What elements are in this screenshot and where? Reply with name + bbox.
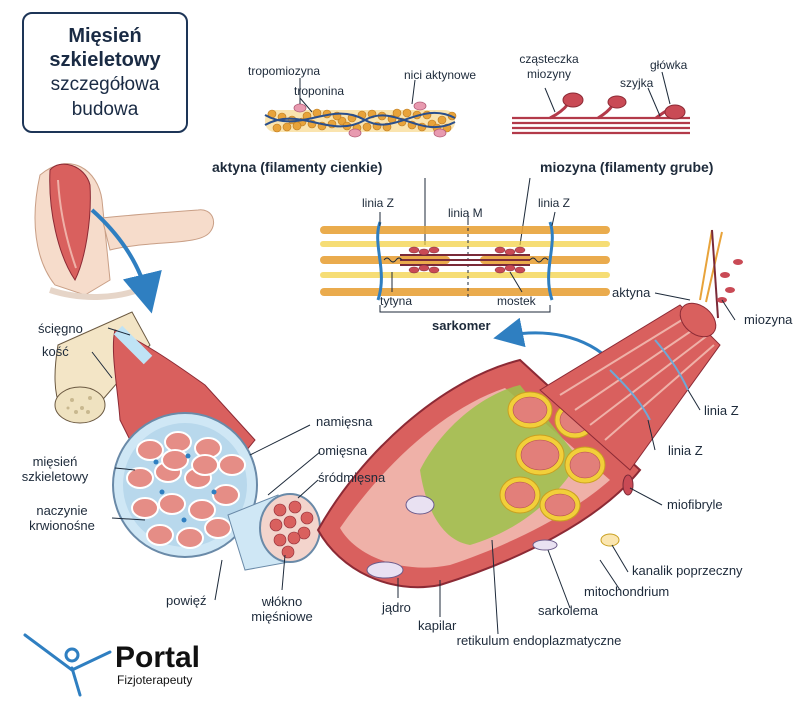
- label-troponina: troponina: [294, 84, 345, 98]
- blood-vessel-5: [153, 459, 159, 465]
- label-sciegno: ścięgno: [38, 321, 83, 336]
- blood-vessel-4: [181, 517, 187, 523]
- label-glowka: główka: [650, 58, 688, 72]
- label-kanalik-poprzeczny: kanalik poprzeczny: [632, 563, 743, 578]
- fascicle-16: [191, 454, 219, 476]
- label-aktyna: aktyna: [612, 285, 651, 300]
- label-naczynie-krwionosne: naczynie krwionośne: [29, 503, 95, 533]
- logo-sub: Fizjoterapeuty: [117, 673, 193, 687]
- title-sub: szczegółowa budowa: [50, 74, 160, 120]
- label-mostek: mostek: [497, 294, 536, 308]
- label-miozyna: miozyna: [744, 312, 793, 327]
- label-tytyna: tytyna: [380, 294, 413, 308]
- label-aktyna-caption: aktyna (filamenty cienkie): [212, 159, 383, 175]
- left-leader-lines: [91, 327, 321, 601]
- sarcomere-illustration: [320, 221, 610, 313]
- label-linia-m: linia M: [448, 206, 483, 220]
- myosin-leader-lines: [544, 71, 671, 117]
- label-miofibryle: miofibryle: [667, 497, 723, 512]
- label-kapilar: kapilar: [418, 618, 457, 633]
- muscle-fibre-detail: [316, 229, 743, 589]
- fascicle-4: [218, 454, 246, 476]
- title-main: Mięsień szkieletowy: [49, 25, 161, 71]
- fascicle-5: [126, 467, 154, 489]
- label-powiez: powięź: [166, 593, 207, 608]
- portal-logo-icon: [23, 633, 112, 697]
- label-tropomiozyna: tropomiozyna: [248, 64, 321, 78]
- label-retikulum: retikulum endoplazmatyczne: [456, 633, 622, 648]
- label-omiesna: omięsna: [318, 443, 368, 458]
- label-linia-z-left: linia Z: [362, 196, 395, 210]
- label-srodmiesna: śródmięsna: [318, 470, 386, 485]
- logo-name: Portal: [115, 641, 201, 674]
- label-linia-z-1: linia Z: [704, 403, 739, 418]
- label-szyjka: szyjka: [620, 76, 654, 90]
- fascicle-11: [188, 499, 216, 521]
- fascicle-9: [131, 497, 159, 519]
- label-miozyna-caption: miozyna (filamenty grube): [540, 159, 714, 175]
- label-nici-aktynowe: nici aktynowe: [404, 68, 477, 82]
- fascicle-2: [164, 431, 192, 453]
- label-kosc: kość: [42, 344, 69, 359]
- fascicles-cross-section: [126, 431, 246, 549]
- fascicle-13: [176, 527, 204, 549]
- actin-leader-lines: [299, 78, 416, 113]
- fascicle-8: [212, 484, 240, 506]
- fascicle-10: [158, 493, 186, 515]
- blood-vessel-3: [211, 489, 217, 495]
- label-namiesna: namięsna: [316, 414, 373, 429]
- myosin-filament-illustration: [512, 92, 690, 135]
- sarcomere-leader-lines: [379, 211, 556, 293]
- fascicle-tube: [227, 493, 321, 571]
- right-leader-lines: [397, 292, 736, 635]
- label-linia-z-2: linia Z: [668, 443, 703, 458]
- fascicle-12: [146, 524, 174, 546]
- blood-vessel-2: [185, 453, 191, 459]
- actin-filament-illustration: [264, 101, 457, 138]
- blood-vessel-1: [159, 489, 165, 495]
- zoom-arrow-from-arm: [90, 208, 162, 314]
- title-box: Mięsień szkieletowy szczegółowa budowa: [22, 12, 188, 133]
- label-miesien-szkieletowy: mięsień szkieletowy: [21, 454, 89, 484]
- fascicle-15: [161, 449, 189, 471]
- label-jadro: jądro: [382, 600, 411, 615]
- label-linia-z-right: linia Z: [538, 196, 571, 210]
- fascicle-14: [204, 517, 232, 539]
- label-sarkomer: sarkomer: [432, 318, 491, 333]
- fascicle-1: [136, 439, 164, 461]
- label-sarkolema: sarkolema: [538, 603, 598, 618]
- label-mitochondrium: mitochondrium: [584, 584, 670, 599]
- arm-illustration: [34, 163, 214, 300]
- label-czasteczka-miozyny: cząsteczka miozyny: [519, 52, 579, 81]
- label-wlokno-miesniowe: włókno mięśniowe: [251, 594, 313, 624]
